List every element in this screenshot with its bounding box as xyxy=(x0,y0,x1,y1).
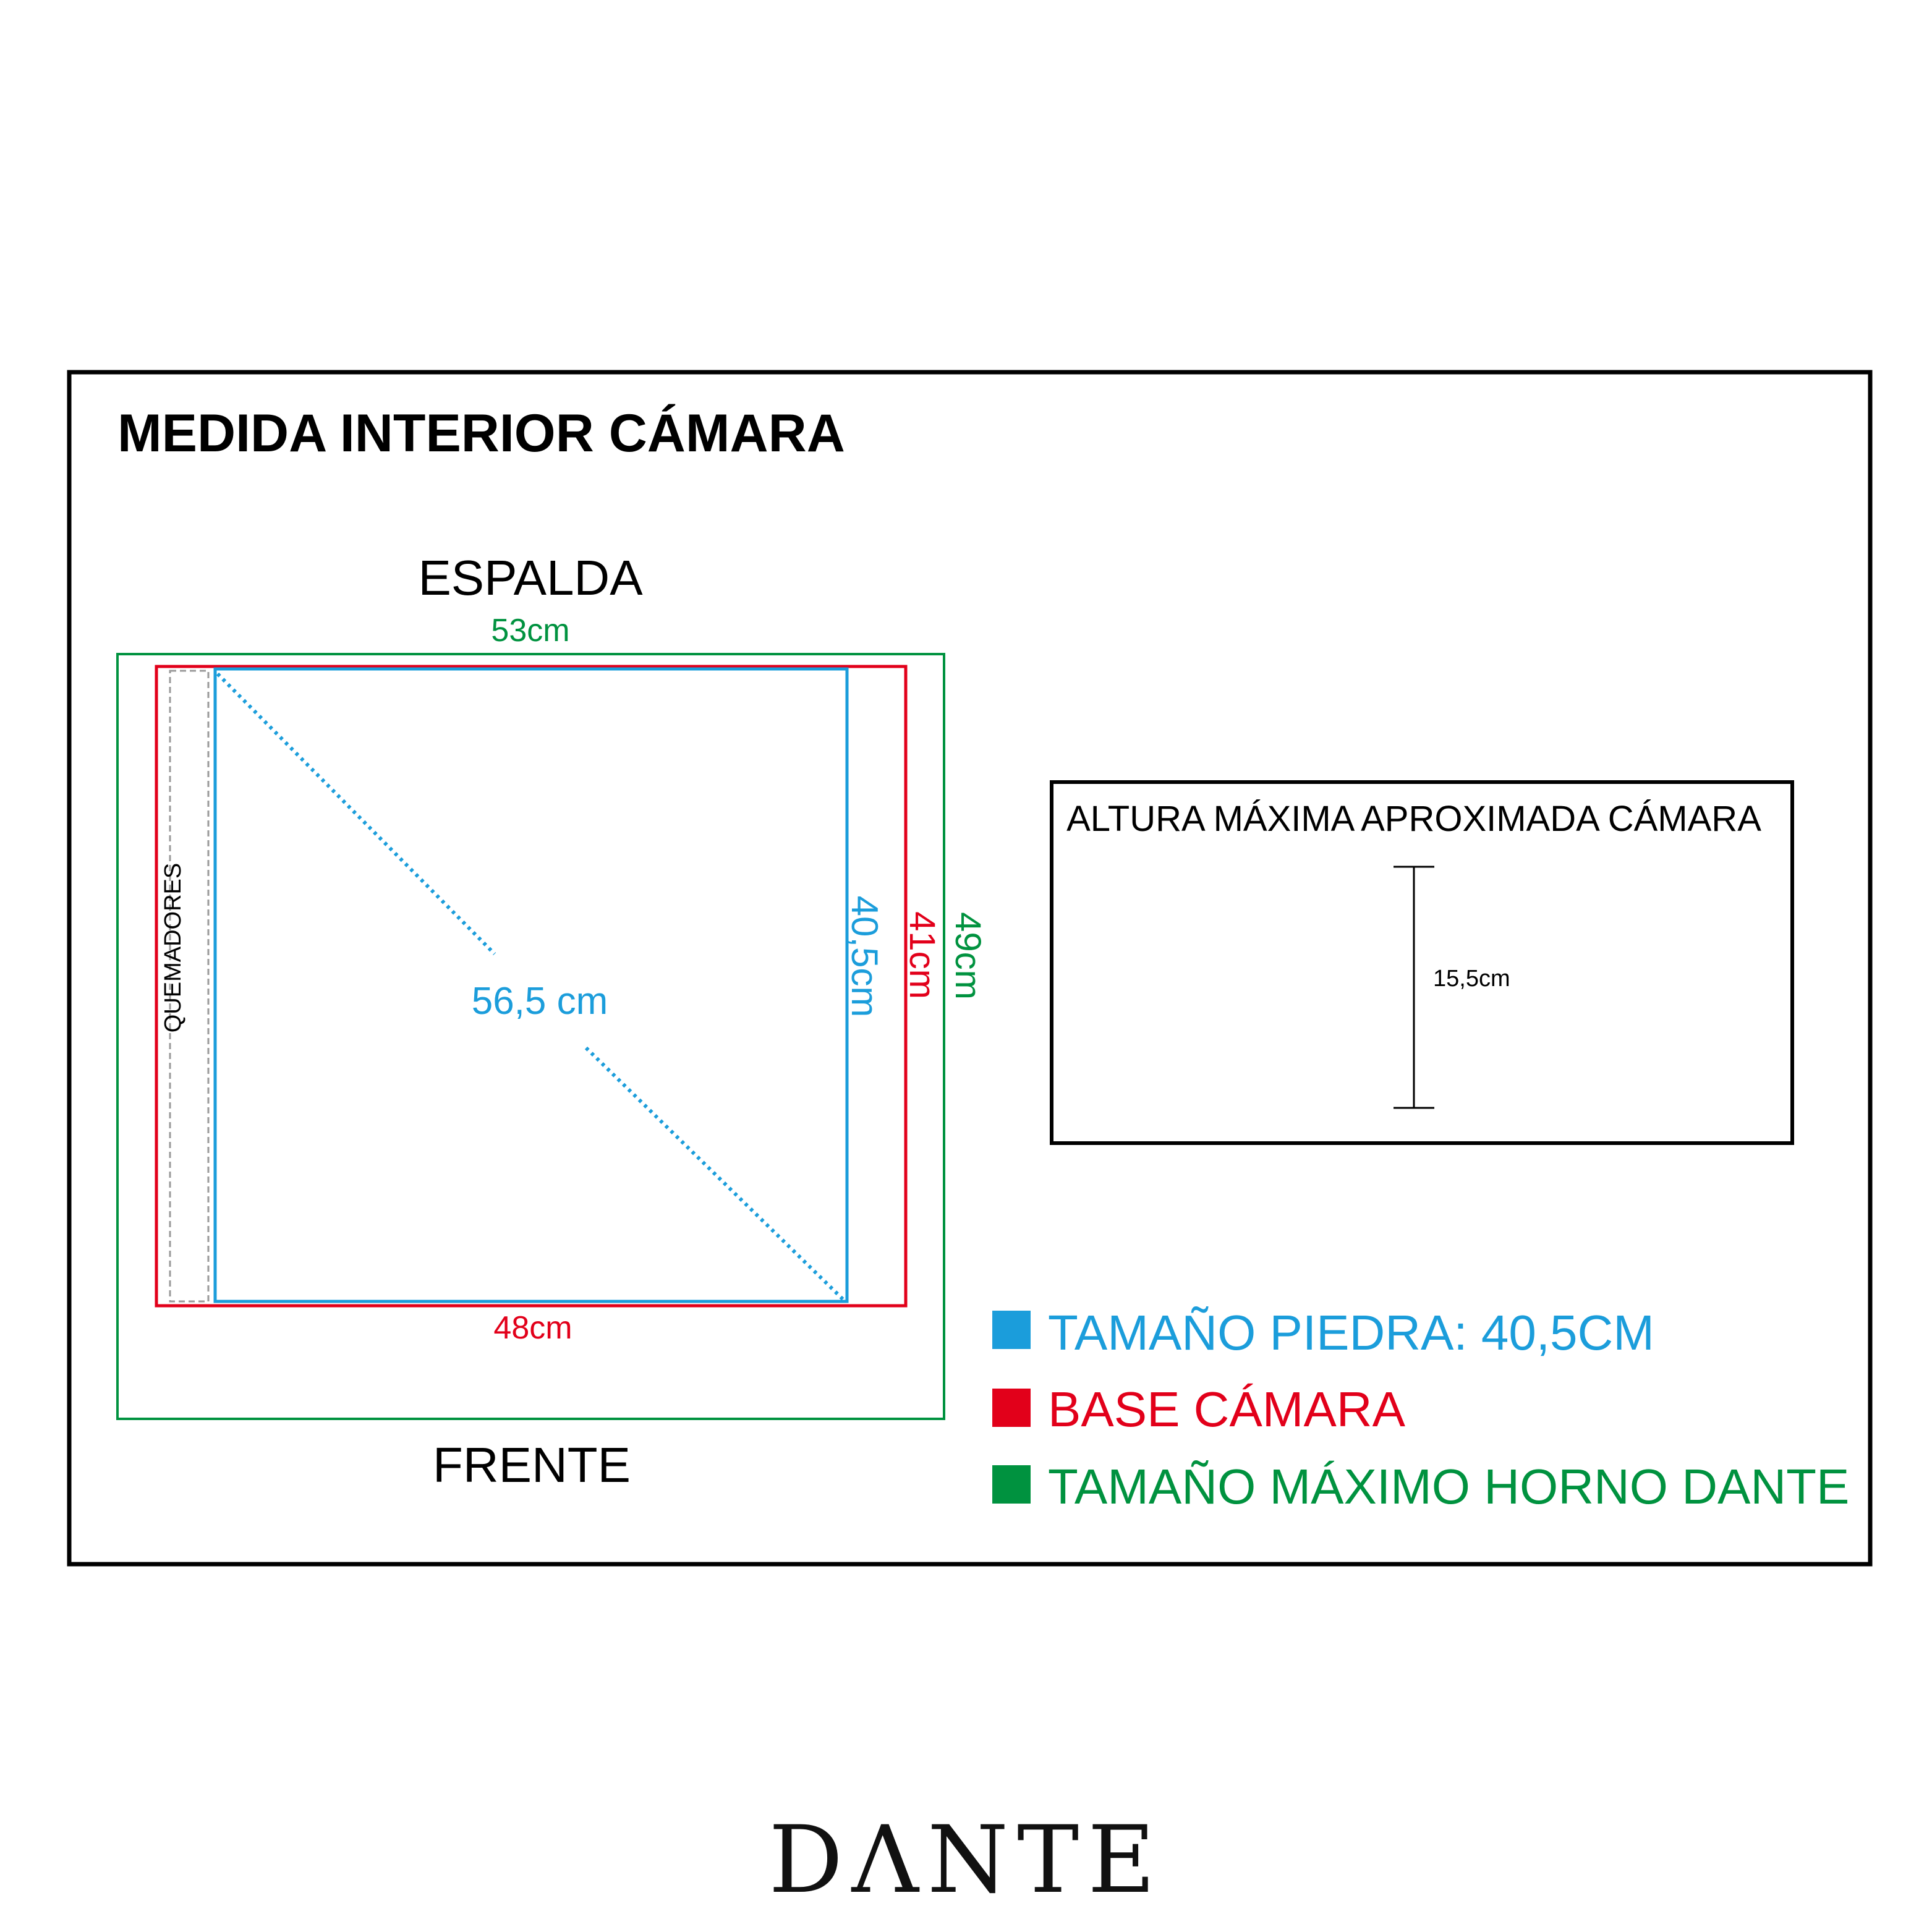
max-oven-size-outline xyxy=(116,653,945,1420)
burners-area xyxy=(169,670,210,1303)
max-depth-label: 49cm xyxy=(948,912,988,1000)
page-title: MEDIDA INTERIOR CÁMARA xyxy=(117,404,845,463)
stone-diagonal-upper xyxy=(216,672,496,956)
height-panel xyxy=(1050,780,1794,1145)
max-width-label: 53cm xyxy=(491,613,569,649)
chamber-base-outline xyxy=(155,665,908,1308)
stone-diagonal-lower xyxy=(584,1046,846,1303)
front-label: FRENTE xyxy=(433,1437,631,1492)
stone-diagonal-label: 56,5 cm xyxy=(472,980,608,1023)
burners-label: QUEMADORES xyxy=(160,863,186,1032)
legend-swatch-base xyxy=(992,1389,1031,1427)
height-value: 15,5cm xyxy=(1433,966,1510,992)
stone-outline xyxy=(213,667,849,1303)
legend: TAMAÑO PIEDRA: 40,5CM BASE CÁMARA TAMAÑO… xyxy=(992,1305,1849,1514)
legend-swatch-max xyxy=(992,1465,1031,1504)
back-label: ESPALDA xyxy=(418,550,643,605)
base-depth-label: 41cm xyxy=(902,911,942,999)
legend-label-stone: TAMAÑO PIEDRA: 40,5CM xyxy=(1048,1305,1654,1360)
base-width-label: 48cm xyxy=(493,1310,572,1346)
brand-logo: DΛNTE xyxy=(768,1806,1164,1914)
height-panel-title: ALTURA MÁXIMA APROXIMADA CÁMARA xyxy=(1066,799,1761,839)
legend-label-base: BASE CÁMARA xyxy=(1048,1382,1406,1437)
legend-label-max: TAMAÑO MÁXIMO HORNO DANTE xyxy=(1048,1459,1849,1514)
main-frame xyxy=(67,370,1873,1567)
legend-swatch-stone xyxy=(992,1311,1031,1349)
stone-side-label: 40,5cm xyxy=(844,896,885,1018)
